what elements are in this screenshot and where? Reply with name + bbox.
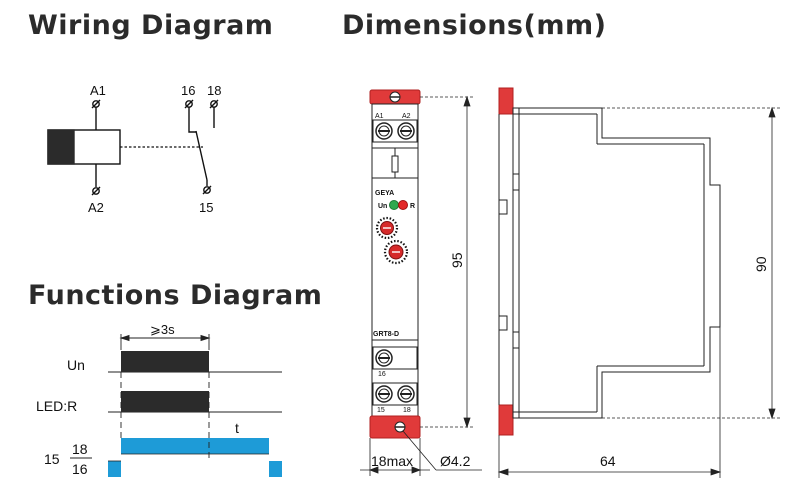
timing-guides: [120, 372, 210, 461]
dimension-width-front: [360, 438, 430, 476]
device-model: GRT8-D: [373, 331, 399, 338]
device-brand: GEYA: [375, 190, 394, 197]
row-label-18: 18: [72, 441, 88, 457]
time-label: t: [235, 420, 239, 436]
dimension-height-front: [420, 95, 475, 429]
changeover-contact-icon: 16 18 15: [181, 83, 221, 215]
row-label-led: LED:R: [36, 398, 77, 414]
dim-label-90: 90: [753, 256, 769, 272]
un-signal-bar: [121, 351, 209, 372]
device-front-view: A1 A2 GEYA Un R: [360, 89, 482, 476]
row-label-15: 15: [44, 451, 60, 467]
wiring-label-18: 18: [207, 83, 221, 98]
time-adjust-knob-icon: [383, 239, 409, 265]
wiring-label-15: 15: [199, 200, 213, 215]
row-label-un: Un: [67, 357, 85, 373]
device-led-r-label: R: [410, 203, 415, 210]
device-side-view: 90 64: [497, 87, 780, 478]
led-signal-bar: [121, 391, 209, 412]
side-profile: [512, 107, 721, 419]
din-clip-top: [369, 89, 421, 105]
interval-label: ⩾3s: [150, 322, 175, 337]
led-green-icon: [389, 200, 399, 210]
dim-label-64: 64: [600, 453, 616, 469]
wiring-label-16: 16: [181, 83, 195, 98]
contact-16-after: [269, 461, 282, 477]
dim-label-18max: 18max: [371, 453, 413, 469]
functions-diagram-title: Functions Diagram: [28, 280, 323, 311]
device-label-a2: A2: [402, 113, 411, 120]
terminal-a2-icon: [91, 186, 101, 196]
row-label-16: 16: [72, 461, 88, 477]
terminal-screw-icon: [372, 382, 418, 406]
contact-16-before: [108, 461, 121, 477]
dim-label-hole: Ø4.2: [440, 453, 471, 469]
device-label-a1: A1: [375, 113, 384, 120]
din-clip-bottom: [369, 415, 421, 439]
time-range-knob-icon: [375, 216, 399, 240]
terminal-screw-icon: [372, 119, 418, 143]
relay-coil-icon: [47, 129, 121, 165]
wiring-diagram: A1 A2 16 18: [47, 83, 221, 215]
terminal-screw-icon: [372, 346, 418, 370]
dim-label-95: 95: [449, 252, 465, 268]
device-led-un-label: Un: [378, 203, 387, 210]
device-label-15: 15: [377, 407, 385, 414]
contact-18-closed: [121, 438, 269, 454]
wiring-diagram-title: Wiring Diagram: [28, 10, 274, 41]
side-clip-top: [498, 87, 514, 115]
interval-bracket: [119, 334, 211, 350]
side-clip-bottom: [498, 404, 514, 436]
dimension-height-side: [602, 106, 780, 420]
wiring-label-a1: A1: [90, 83, 106, 98]
wiring-label-a2: A2: [88, 200, 104, 215]
dimensions-title: Dimensions(mm): [342, 10, 607, 41]
led-red-icon: [398, 200, 408, 210]
terminal-a1-icon: [91, 99, 101, 109]
functions-diagram: ⩾3s Un LED:R 15 18 16 t: [36, 322, 282, 477]
device-label-16: 16: [378, 371, 386, 378]
dimension-depth-side: [497, 327, 722, 478]
device-label-18: 18: [403, 407, 411, 414]
